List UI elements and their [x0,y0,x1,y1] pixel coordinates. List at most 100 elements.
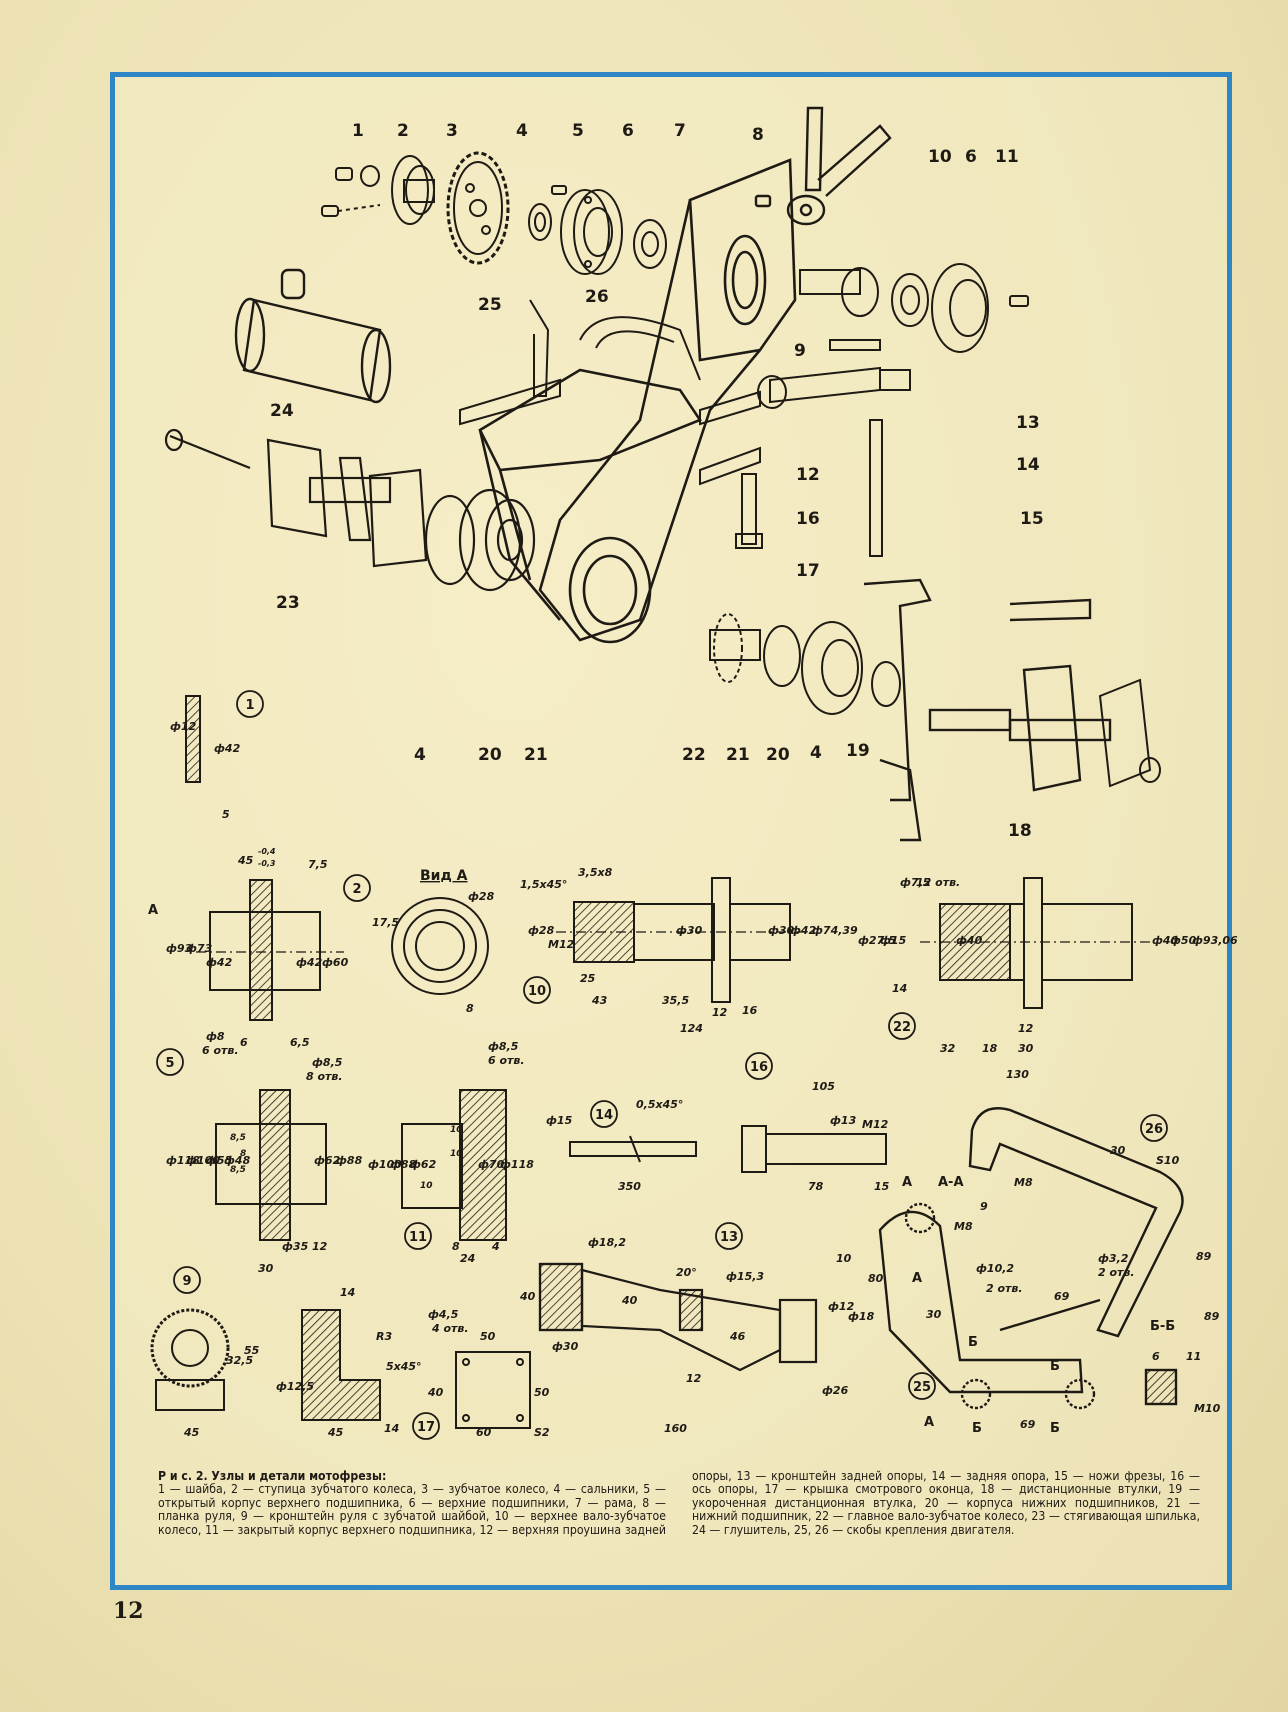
dimension: ф42 [206,956,233,969]
part-label: 24 [270,401,294,421]
spacer-part-18 [1098,678,1161,788]
dimension: ф74,39 [812,924,858,937]
dimension: М10 [1194,1402,1221,1415]
seal-part-4 [528,203,552,241]
part-label: 4 [810,743,822,763]
dimension: 12 [712,1006,728,1019]
bracket-part-25 [459,299,561,426]
part-label: 14 [1016,455,1040,475]
dimension: ф15 [880,934,907,947]
callout-number: 16 [750,1060,768,1075]
dimension: ф70 [478,1158,505,1171]
knives-part-15 [863,578,1112,842]
eye-part-12 [699,390,761,486]
view-a-title: Вид А [420,868,468,884]
dimension: 16 [742,1004,758,1017]
section-label: Б [1050,1359,1060,1374]
dimension: ф40 [1152,934,1179,947]
part-label: 12 [796,465,820,485]
section-label: А [924,1415,934,1430]
dimension: 12 [1018,1022,1034,1035]
part-label: 15 [1020,509,1044,529]
part-label: 8 [752,125,764,145]
dimension: 105 [812,1080,835,1093]
part-label: 9 [794,341,806,361]
dimension: 25 [580,972,596,985]
dimension: 12 [686,1372,702,1385]
dimension: 12 [312,1240,328,1253]
dimension: 1,5x45° [520,878,567,891]
detail-2-drawing [196,879,344,1021]
dimension: ф28 [528,924,555,937]
dimension: ф93 [166,942,193,955]
detail-12-drawing [301,1309,381,1421]
dimension: 50 [480,1330,496,1343]
frame-part-7 [478,158,797,644]
bracket-part-13 [757,366,911,409]
dimension: ф73 [186,942,213,955]
dimension: ф27,5 [858,934,896,947]
dimension: ф15 [546,1114,573,1127]
dimension: 160 [664,1422,687,1435]
dimension: 124 [680,1022,703,1035]
dimension: 89 [1196,1250,1212,1263]
dimension: ф42 [790,924,817,937]
part-label: 3 [446,121,458,141]
dimension: ф50 [1170,934,1197,947]
part-label: 17 [796,561,820,581]
caption-text: 1 — шайба, 2 — ступица зубчатого колеса,… [158,1469,1200,1537]
dimension: ф12 [170,720,197,733]
callout-number: 2 [352,882,361,897]
section-label: Б [972,1421,982,1436]
dimension: 130 [1006,1068,1029,1081]
part-label: 20 [478,745,502,765]
part-label: 4 [516,121,528,141]
part-label: 18 [1008,821,1032,841]
dimension: 8 [452,1240,460,1253]
dimension: R3 [376,1330,392,1343]
section-labels: А А-А Б-Б А Б Б Б Б А А [148,903,1175,1436]
section-label: Б-Б [1150,1319,1175,1334]
dimension: 40 [621,1294,638,1307]
caption-title: Р и с. 2. Узлы и детали мотофрезы: [158,1469,387,1483]
page-number: 12 [113,1598,144,1624]
dimension: 350 [618,1180,641,1193]
dimension: 10 [450,1125,463,1135]
part-label: 1 [352,121,364,141]
dimension: ф30 [768,924,795,937]
dimension: 14 [340,1286,355,1299]
dimension: ф100 [368,1158,402,1171]
hub-part-2 [391,155,435,225]
dimension: ф118 [500,1158,534,1171]
dimension: М8 [954,1220,973,1233]
dimension: ф18,2 [588,1236,626,1249]
dimension: 18 [982,1042,998,1055]
section-label: А [912,1271,922,1286]
dimension: 89 [1204,1310,1220,1323]
dimension: ф8,5 [312,1056,343,1069]
dimension: 46 [729,1330,746,1343]
callout-number: 5 [165,1056,174,1071]
dimension: 6,5 [290,1036,310,1049]
dimension: 11 [1186,1350,1201,1363]
dimension: 20° [676,1266,697,1279]
dimension: -0,4 [258,847,276,856]
part-label: 11 [995,147,1019,167]
part-labels: 1 2 3 4 5 6 7 8 10 6 11 9 25 26 24 13 14… [270,121,1044,841]
dimension: 8,5 [230,1133,246,1143]
callout-number: 22 [893,1020,911,1035]
dimension: ф4,5 [428,1308,459,1321]
dimension: 3,5x8 [578,866,613,879]
part-label: 2 [397,121,409,141]
part-label: 10 [928,147,952,167]
dimension: S2 [534,1426,550,1439]
part-label: 6 [622,121,634,141]
dimension: 12 отв. [916,876,960,889]
dimension: ф8,5 [488,1040,519,1053]
dimension: 69 [1054,1290,1070,1303]
dimension: М12 [548,938,575,951]
dimension: 40 [519,1290,536,1303]
part-label: 21 [524,745,548,765]
part-label: 4 [414,745,426,765]
